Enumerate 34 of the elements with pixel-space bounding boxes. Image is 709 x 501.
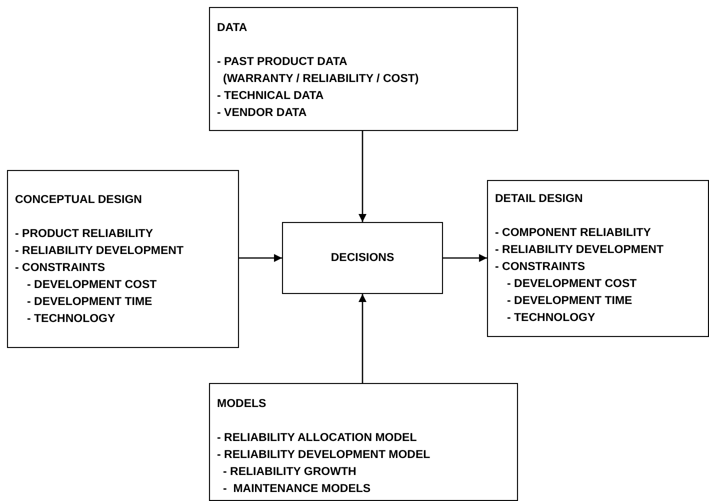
list-item: - RELIABILITY DEVELOPMENT — [15, 244, 184, 259]
list-item: (WARRANTY / RELIABILITY / COST) — [223, 72, 419, 87]
arrow — [443, 254, 487, 262]
list-item: - DEVELOPMENT COST — [507, 277, 637, 292]
list-item: - MAINTENANCE MODELS — [223, 482, 371, 497]
list-item: - RELIABILITY DEVELOPMENT — [495, 243, 664, 258]
list-item: - COMPONENT RELIABILITY — [495, 226, 651, 241]
arrow — [358, 294, 366, 383]
list-item: - DEVELOPMENT TIME — [27, 295, 152, 310]
process-box — [282, 222, 443, 294]
list-item: - TECHNOLOGY — [507, 311, 596, 326]
box-heading: DETAIL DESIGN — [495, 192, 583, 207]
list-item: - PAST PRODUCT DATA — [217, 55, 348, 70]
box-heading: DATA — [217, 21, 248, 36]
list-item: - RELIABILITY GROWTH — [223, 465, 356, 480]
list-item: - RELIABILITY ALLOCATION MODEL — [217, 431, 417, 446]
list-item: - TECHNOLOGY — [27, 312, 116, 327]
list-item: - CONSTRAINTS — [495, 260, 586, 275]
box-heading: MODELS — [217, 397, 266, 412]
list-item: - PRODUCT RELIABILITY — [15, 227, 153, 242]
list-item: - DEVELOPMENT COST — [27, 278, 157, 293]
text-box — [487, 180, 709, 337]
text-box — [209, 7, 518, 131]
arrow — [239, 254, 282, 262]
text-box — [209, 383, 518, 501]
list-item: - CONSTRAINTS — [15, 261, 106, 276]
box-heading: CONCEPTUAL DESIGN — [15, 193, 142, 208]
list-item: - VENDOR DATA — [217, 106, 307, 121]
list-item: - RELIABILITY DEVELOPMENT MODEL — [217, 448, 430, 463]
text-box — [7, 170, 239, 348]
arrow — [358, 131, 366, 222]
box-label: DECISIONS — [330, 250, 394, 266]
list-item: - DEVELOPMENT TIME — [507, 294, 632, 309]
list-item: - TECHNICAL DATA — [217, 89, 324, 104]
